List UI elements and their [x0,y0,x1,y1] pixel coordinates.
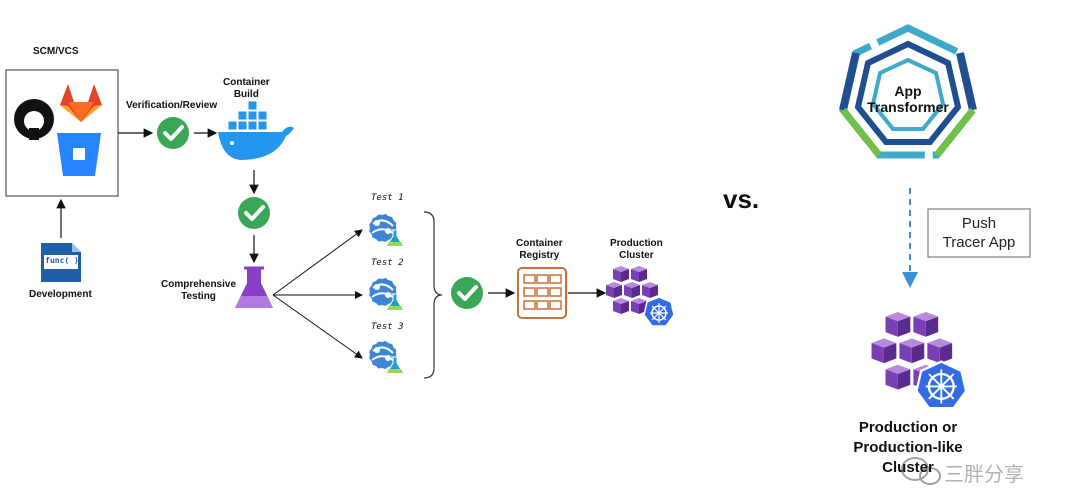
test-1-label: Test 1 [371,193,404,203]
build-check-icon [236,195,272,231]
watermark: 三胖分享 [944,462,1024,486]
test-1-icon [368,213,404,247]
production-cluster-icon [606,266,675,327]
container-registry-label: Container Registry [516,238,563,261]
test-3-label: Test 3 [371,322,404,332]
tests-brace [423,211,443,379]
github-icon [14,99,54,140]
docker-icon [218,100,294,160]
vs-label: vs. [723,184,760,214]
test-2-label: Test 2 [371,258,404,268]
production-cluster-label: Production Cluster [610,238,663,261]
app-transformer-title: App Transformer [867,83,949,115]
container-registry-icon [517,267,567,319]
comprehensive-testing-label: Comprehensive Testing [161,279,237,302]
gitlab-icon [60,84,102,122]
verification-check-icon [155,115,191,151]
production-like-cluster-icon [871,312,968,410]
tests-check-icon [449,275,485,311]
verification-label: Verification/Review [126,100,218,111]
push-tracer-label: Push Tracer App [942,215,1016,251]
func-text: func( ) [45,256,79,265]
scm-label: SCM/VCS [33,46,79,57]
container-build-label: Container Build [223,77,270,100]
flask-icon [235,266,273,308]
function-icon [41,243,81,282]
test-3-icon [368,340,404,374]
test-2-icon [368,277,404,311]
development-label: Development [29,289,92,300]
bitbucket-icon [57,133,101,176]
app-transformer-icon [839,24,977,159]
wechat-icon [901,457,941,485]
production-like-cluster-label: Production or Production-like Cluster [853,419,963,476]
push-tracer-box [927,208,1031,258]
